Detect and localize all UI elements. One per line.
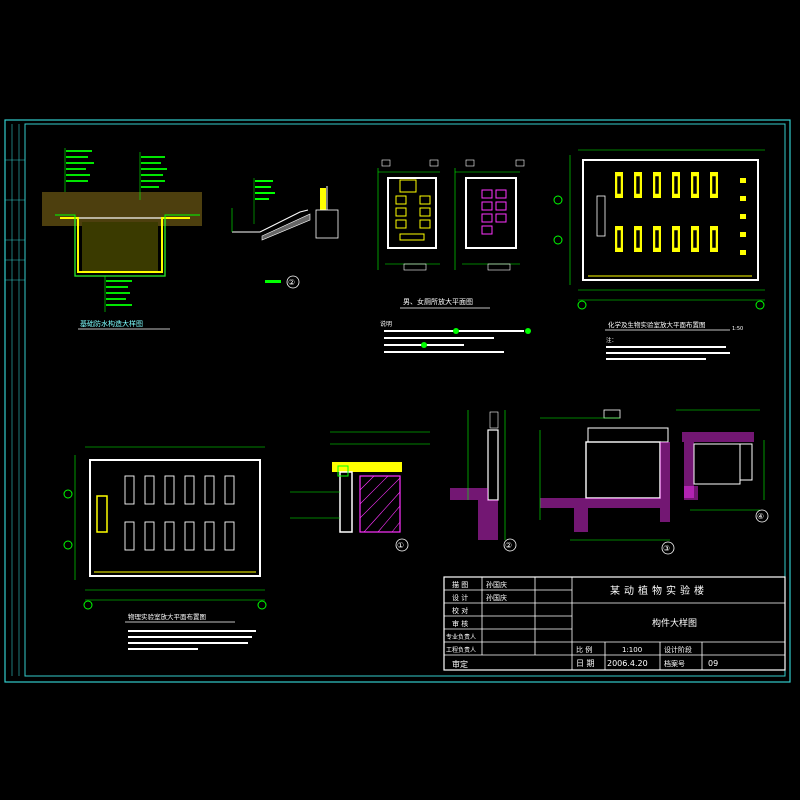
- row-label-project-lead: 工程负责人: [446, 646, 476, 654]
- title-block: 描 图 孙国庆 设 计 孙国庆 校 对 审 核 专业负责人 工程负责人 审定 某…: [443, 576, 786, 671]
- date-label: 日 期: [576, 659, 595, 668]
- detail-ramp-section: ②: [231, 178, 339, 289]
- detail-1-title: 基础防水构造大样图: [80, 319, 143, 328]
- detail-section-4: ④: [676, 409, 769, 523]
- detail-3-title: 化学及生物实验室放大平面布置图: [608, 320, 706, 329]
- callout-4-label: ④: [757, 512, 764, 521]
- number-label: 档案号: [664, 659, 685, 668]
- sheet-border-inner: [24, 123, 786, 677]
- row-label-discipline-lead: 专业负责人: [446, 633, 476, 641]
- detail-4-title: 物理实验室放大平面布置图: [128, 612, 206, 621]
- project-name: 某动植物实验楼: [610, 584, 708, 597]
- scale-value: 1:100: [622, 646, 642, 654]
- detail-physics-lab-plan: 物理实验室放大平面布置图: [63, 446, 267, 650]
- callout-3-label: ③: [663, 544, 670, 553]
- detail-3-scale: 1:50: [732, 326, 743, 332]
- date-value: 2006.4.20: [607, 659, 648, 668]
- detail-section-3: ③: [539, 409, 675, 555]
- approve-label: 审定: [452, 659, 468, 669]
- detail-wall-section-2: ②: [450, 410, 517, 552]
- notes-heading-2: 注：: [606, 336, 617, 344]
- row-label-check: 校 对: [452, 606, 468, 615]
- stage-label: 设计阶段: [664, 645, 692, 654]
- detail-parapet-1: ①: [290, 431, 430, 552]
- row-label-design: 设 计: [452, 593, 468, 602]
- callout-2b-label: ②: [505, 541, 512, 550]
- row-value-design: 孙国庆: [486, 593, 507, 602]
- row-label-review: 审 核: [452, 619, 468, 628]
- drawing-title: 构件大样图: [652, 617, 697, 629]
- left-binding-strip: [5, 124, 25, 676]
- detail-chem-bio-lab-plan: 化学及生物实验室放大平面布置图 1:50 注：: [553, 149, 765, 360]
- sheet-border-outer: [4, 119, 791, 683]
- row-label-draw: 描 图: [452, 580, 468, 589]
- detail-foundation-waterproof: 基础防水构造大样图: [42, 148, 202, 330]
- notes-heading: 说明: [380, 320, 392, 328]
- detail-toilet-plans: 男、女厕所放大平面图 说明: [377, 159, 531, 353]
- detail-2-title: 男、女厕所放大平面图: [403, 297, 473, 306]
- scale-label: 比 例: [576, 645, 592, 654]
- callout-1-label: ①: [397, 541, 404, 550]
- number-value: 09: [708, 659, 718, 668]
- callout-2-label: ②: [288, 278, 295, 287]
- row-value-draw: 孙国庆: [486, 580, 507, 589]
